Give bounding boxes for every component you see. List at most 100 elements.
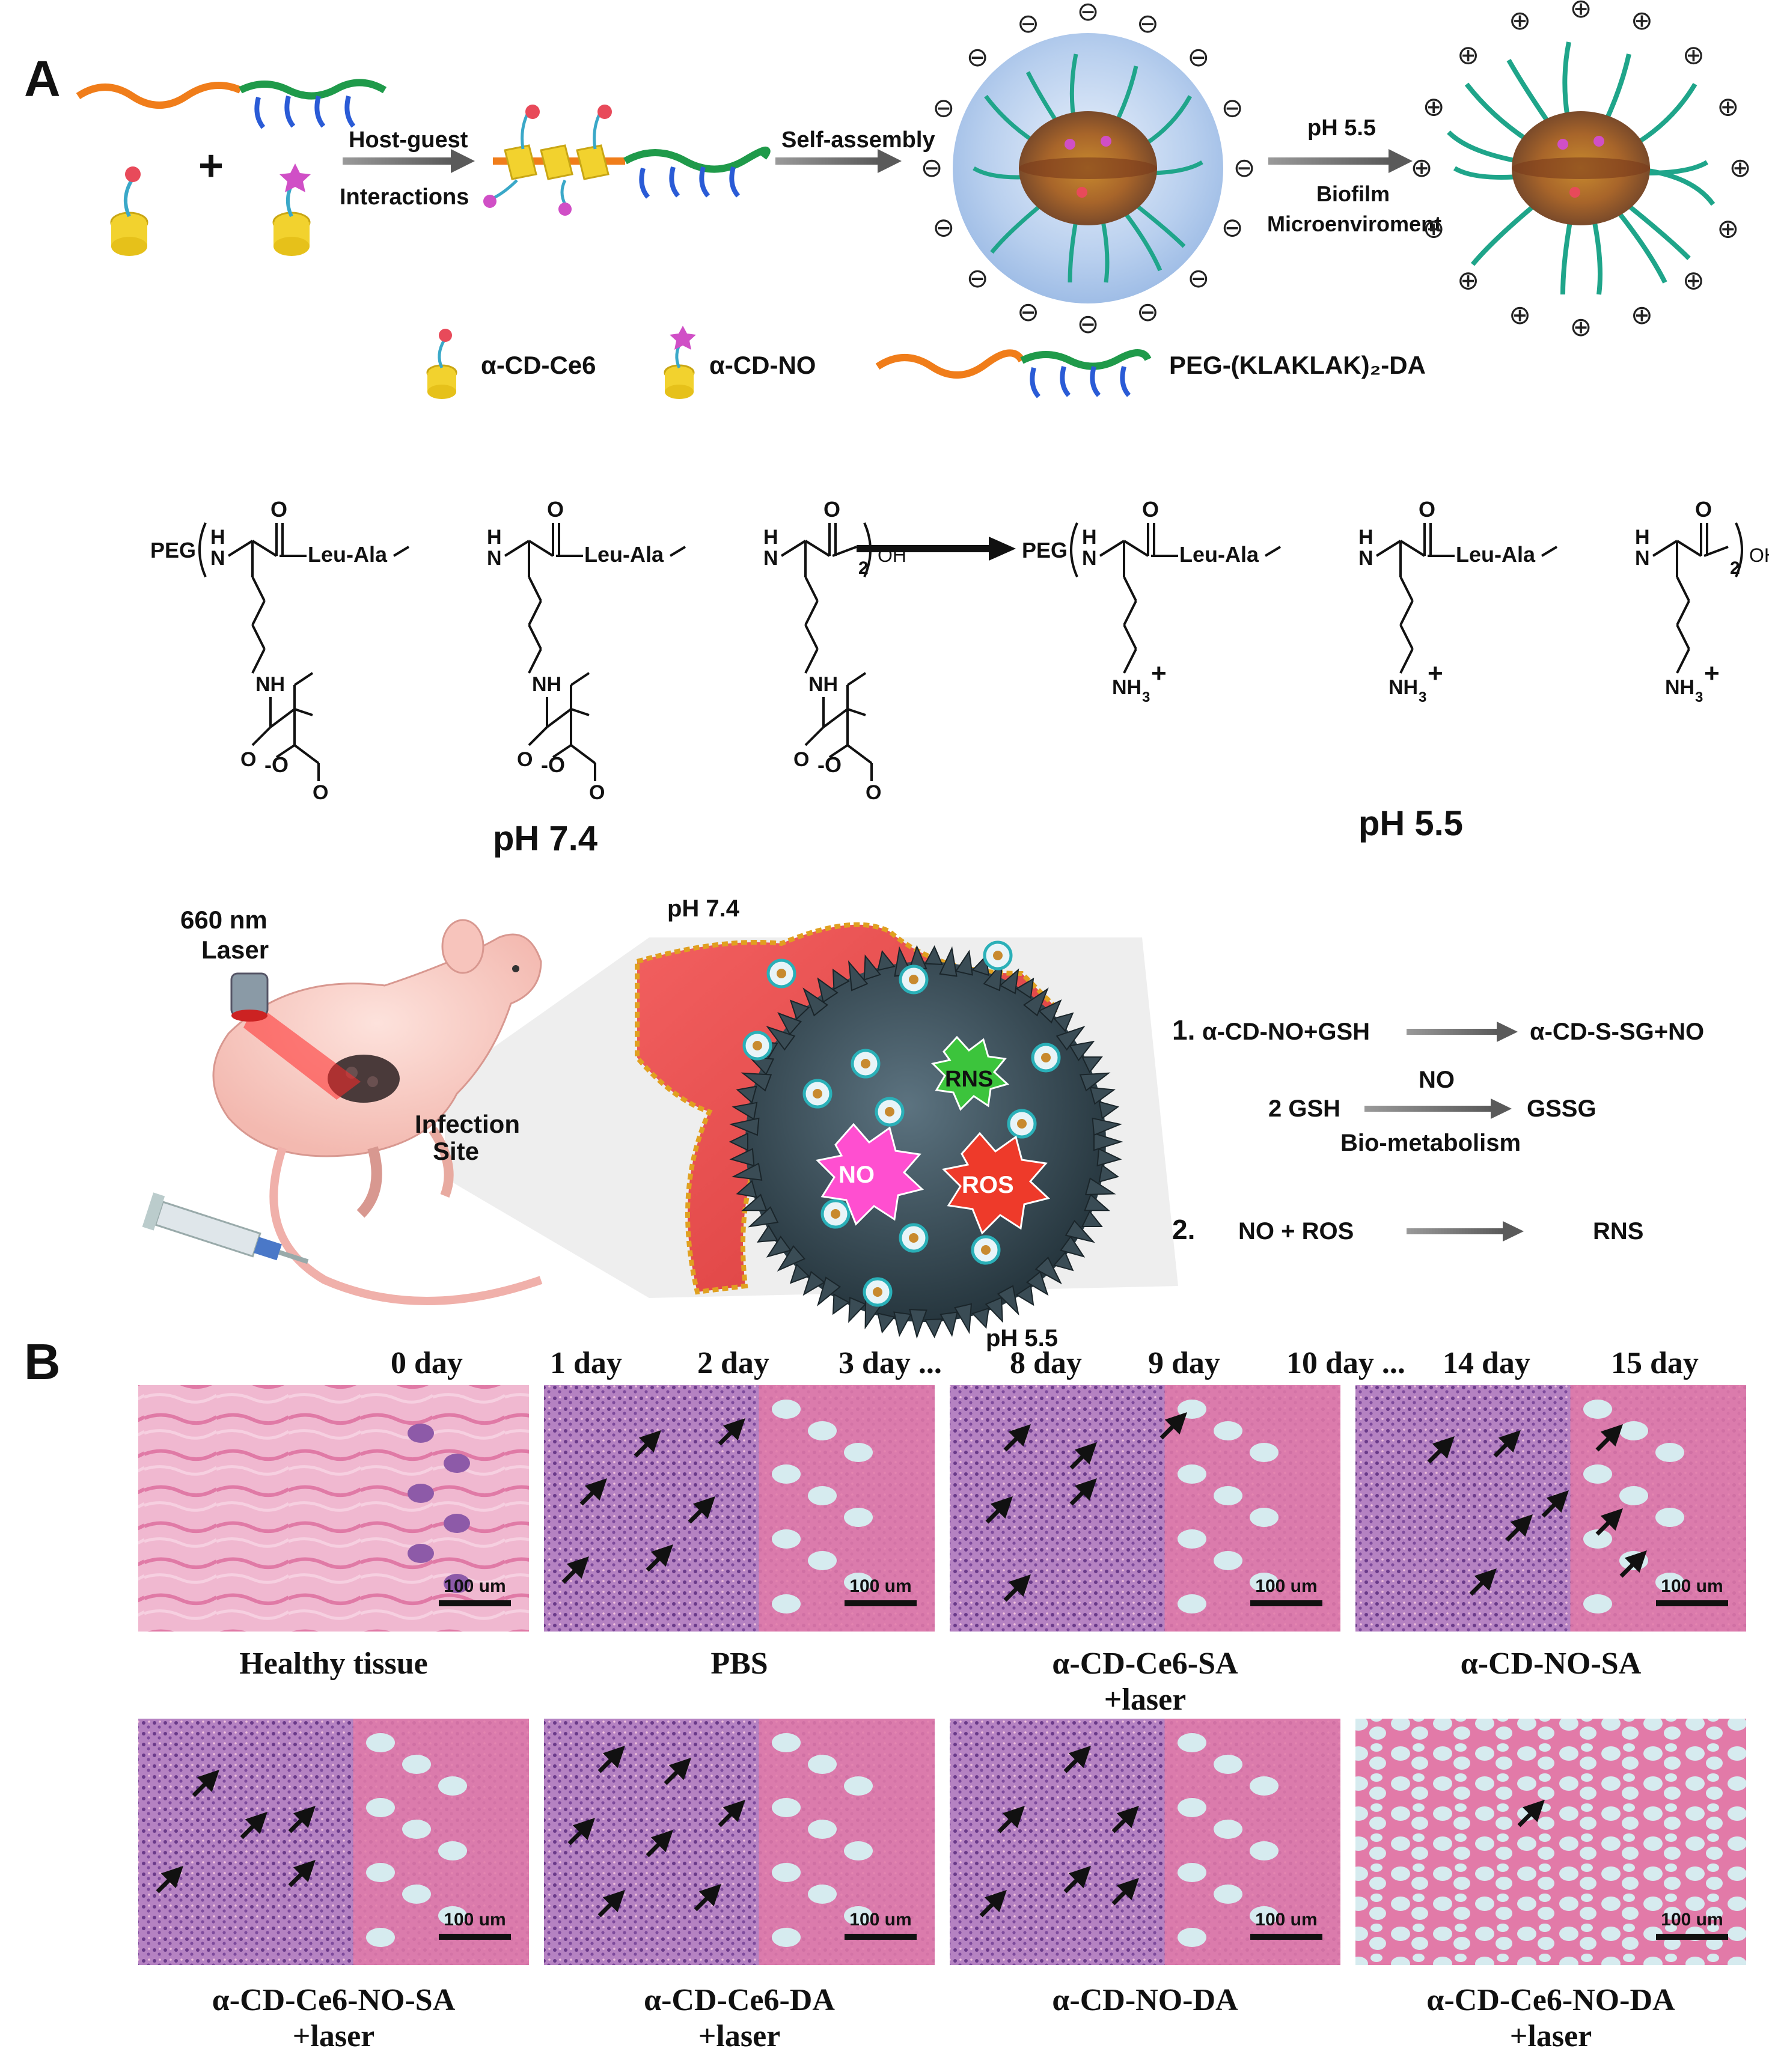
chem-charge-label: + [1428,659,1443,688]
nanoparticle-core [861,1059,870,1068]
reaction-1-left: α-CD-NO+GSH [1202,1019,1370,1045]
scale-bar [1250,1600,1322,1606]
fat-cell [1178,1529,1206,1549]
reaction-1b-below: Bio-metabolism [1340,1130,1521,1156]
lesion-arrow [1063,1746,1091,1773]
biofilm-spike [955,949,973,976]
scale-bar-label: 100 um [1661,1576,1723,1596]
lesion-arrow [1069,1478,1097,1506]
chem-nh-label: NH [532,673,561,696]
biofilm-spike [1084,1177,1116,1196]
follicle [408,1484,434,1503]
biofilm-spike [877,949,896,971]
follicle [444,1514,470,1533]
lesion-arrow [597,1890,625,1918]
biofilm-spike [954,1303,973,1335]
lesion-arrow [1159,1412,1187,1440]
ros-burst [941,1132,1051,1235]
chem-bond [1099,540,1125,557]
biofilm-spike [1053,1251,1074,1272]
chem-bond [1399,624,1414,650]
lesion-arrow [1069,1442,1097,1470]
chem-o-label: O [1695,497,1712,522]
chem-bond [293,744,320,764]
positive-charge-symbol: ⊕ [1682,265,1705,296]
negative-charge-symbol: ⊖ [1017,8,1039,39]
fat-cell [1214,1820,1242,1839]
lesion-arrow [718,1418,745,1446]
lesion-arrow [646,1830,673,1857]
timeline-day-label: 3 day ... [839,1346,942,1380]
scale-bar-label: 100 um [849,1576,911,1596]
chem-bond [251,648,266,674]
rns-label: RNS [945,1067,993,1092]
tissue-image [1355,1719,1746,1965]
ph-74-scene-label: pH 7.4 [667,895,740,922]
timeline-day-label: 1 day [550,1346,622,1380]
chem-n-label: N [210,547,225,570]
chem-o-label: O [1419,497,1435,522]
chem-nh3-label: NH [1112,676,1141,699]
fat-cell [772,1928,801,1947]
reaction-1-right: α-CD-S-SG+NO [1530,1019,1704,1045]
chem-bond [1676,648,1690,674]
lesion-arrow [1063,1866,1091,1894]
tissue-dermis-band [1164,1385,1340,1632]
positive-charge-symbol: ⊕ [1729,153,1752,183]
nanoparticle-core [777,969,786,978]
fat-cell [808,1820,837,1839]
histology-caption: α-CD-NO-DA [1052,1983,1238,2017]
biofilm-spike [766,1236,792,1258]
negative-charge-symbol: ⊖ [1077,309,1099,340]
fat-cell [1214,1755,1242,1774]
lesion-arrow [634,1430,661,1458]
chem-bond [1123,540,1149,557]
biofilm-spike [1065,1219,1095,1243]
biofilm-spike [1015,977,1034,999]
biofilm-spike [1022,987,1049,1017]
fat-cell [1250,1841,1279,1860]
chem-bond [846,672,867,686]
scale-bar [439,1600,511,1606]
reaction-1-arrow [1407,1022,1518,1042]
chem-bond [1123,648,1137,674]
chem-bracket-right [1735,522,1743,577]
biofilm-spike [817,977,839,1003]
chem-leu-ala-label: Leu-Ala [308,542,388,567]
biofilm-spike [748,1206,779,1228]
tissue-dermis-band [759,1719,935,1965]
histology-tile: 100 um [950,1385,1340,1632]
biofilm-spike [997,1285,1019,1316]
biofilm-spike [848,960,869,992]
chem-bond [251,624,266,650]
scale-bar-label: 100 um [1255,1576,1317,1596]
fat-cell [844,1443,873,1462]
biofilm-label-2: Microenviroment [1267,212,1441,236]
lesion-arrow [156,1866,183,1894]
reaction-1b-left: 2 GSH [1268,1095,1340,1122]
chem-bond [1541,546,1558,557]
biofilm-spike [848,1296,867,1323]
fat-cell [1583,1594,1612,1613]
chem-h-label: H [763,526,778,549]
biofilm-spike [1038,999,1062,1024]
biofilm-spike [777,1012,802,1035]
negative-charge-symbol: ⊖ [1221,93,1244,124]
lesion-arrow [1595,1508,1623,1536]
panel-a-label: A [24,50,61,107]
negative-charge-symbol: ⊖ [932,93,955,124]
histology-caption: α-CD-Ce6-SA [1052,1647,1238,1681]
ph-55-scene-label: pH 5.5 [986,1325,1058,1351]
lesion-arrow [997,1806,1025,1833]
fat-cell [772,1594,801,1613]
ph-55-label: pH 5.5 [1358,804,1463,843]
chem-bond [1123,600,1137,626]
biofilm-spike [1089,1086,1116,1105]
positive-charge-symbol: ⊕ [1682,40,1705,71]
chem-h-label: H [210,526,225,549]
fat-cell [772,1464,801,1484]
follicle [408,1424,434,1443]
fat-cell [844,1906,873,1925]
